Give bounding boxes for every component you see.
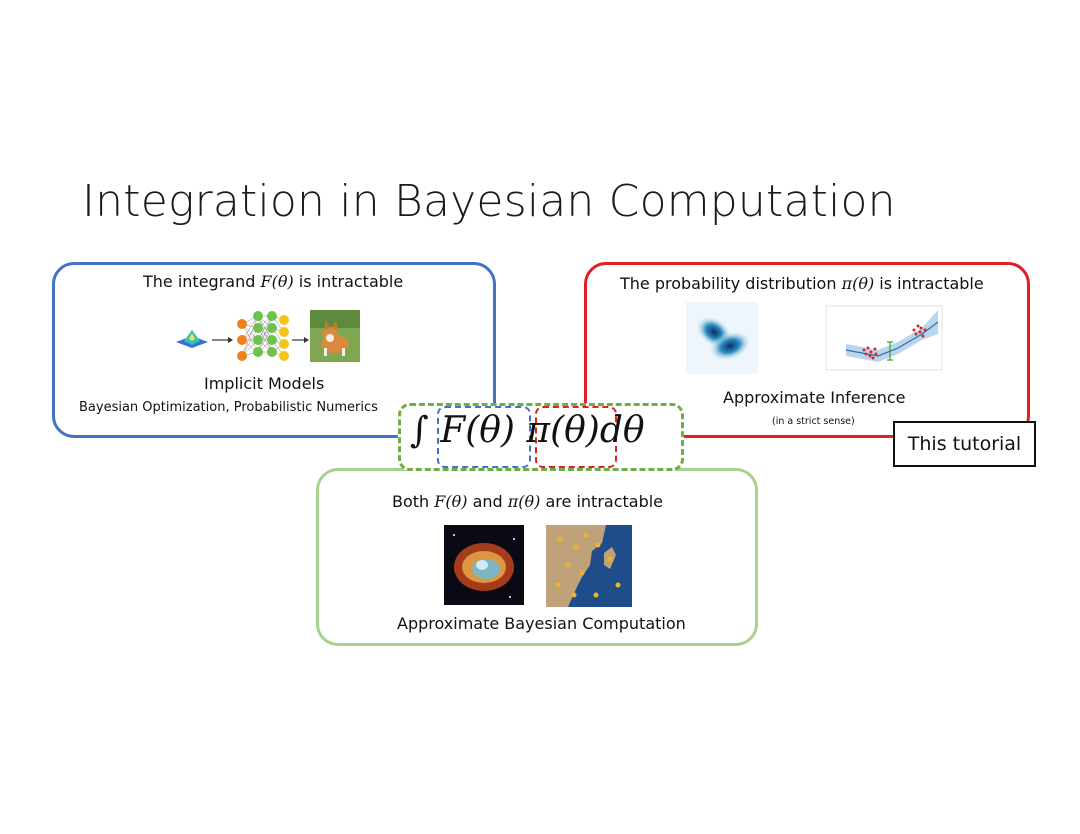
- strict-sense-label: (in a strict sense): [772, 416, 855, 427]
- both-math-pi: π(θ): [507, 492, 541, 511]
- bayesian-optimization-label: Bayesian Optimization, Probabilistic Num…: [79, 400, 378, 415]
- distribution-highlight: [535, 406, 617, 468]
- integrand-heading-tail: is intractable: [293, 272, 404, 291]
- gaussian-surface-icon: [176, 330, 208, 348]
- distribution-heading-tail: is intractable: [874, 274, 984, 293]
- equation-f: F(θ): [440, 410, 515, 451]
- gp-regression-plot-icon: [825, 305, 943, 371]
- arrow-icon: [212, 337, 233, 343]
- distribution-math: π(θ): [841, 274, 875, 293]
- integral-equation-box: [398, 403, 684, 471]
- integral-equation: ∫ F(θ) π(θ)dθ: [410, 410, 645, 451]
- implicit-models-label: Implicit Models: [204, 374, 325, 393]
- neural-network-icon: [237, 311, 289, 361]
- distribution-heading-text: The probability distribution: [620, 274, 842, 293]
- nebula-image-icon: [444, 525, 524, 605]
- both-math-f: F(θ): [434, 492, 468, 511]
- integral-sign: ∫: [410, 410, 429, 451]
- integrand-heading-text: The integrand: [143, 272, 261, 291]
- density-heatmap-icon: [686, 302, 758, 374]
- intractable-integrand-box: [52, 262, 496, 438]
- distribution-heading: The probability distribution π(θ) is int…: [620, 274, 984, 293]
- intractable-distribution-box: [584, 262, 1030, 438]
- slide-title: Integration in Bayesian Computation: [82, 176, 896, 227]
- equation-d: dθ: [599, 410, 645, 451]
- integrand-highlight: [437, 406, 531, 468]
- integrand-heading: The integrand F(θ) is intractable: [143, 272, 403, 291]
- abc-label: Approximate Bayesian Computation: [397, 614, 686, 633]
- integrand-math: F(θ): [260, 272, 294, 291]
- dog-photo-icon: [310, 310, 360, 362]
- both-heading-text: Both: [392, 492, 435, 511]
- equation-pi: π(θ): [526, 410, 600, 451]
- approximate-inference-label: Approximate Inference: [723, 388, 906, 407]
- both-heading-and: and: [467, 492, 508, 511]
- this-tutorial-callout: This tutorial: [893, 421, 1036, 467]
- implicit-model-illustration: [176, 310, 360, 362]
- both-heading-tail: are intractable: [540, 492, 664, 511]
- both-heading: Both F(θ) and π(θ) are intractable: [392, 492, 663, 511]
- map-image-icon: [546, 525, 632, 607]
- arrow-icon-2: [292, 337, 309, 343]
